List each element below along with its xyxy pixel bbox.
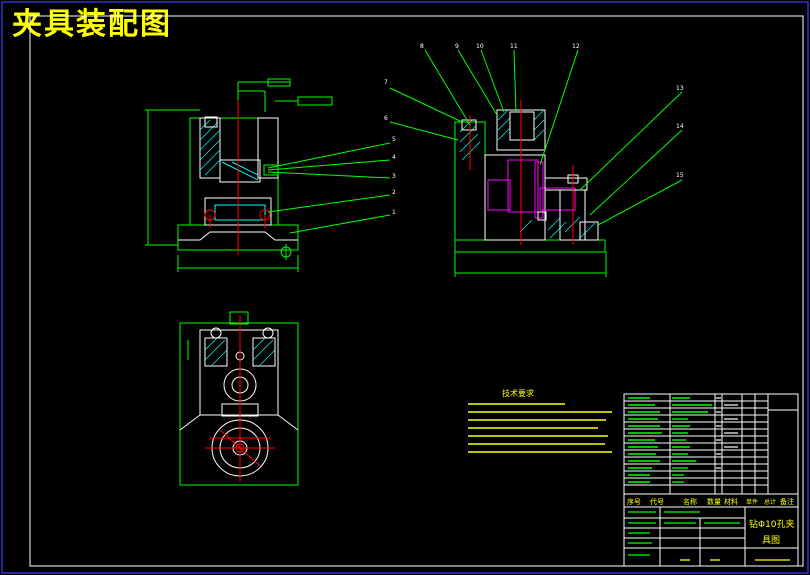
part-balloons: 8 9 10 11 12 7 6 5 4 3 2 1 13 14 15 [384,43,684,216]
balloon-13: 13 [676,85,684,92]
balloon-4: 4 [392,154,396,161]
balloon-1: 1 [392,209,396,216]
header-seq: 序号 [627,497,641,506]
balloon-11: 11 [510,43,518,50]
balloon-5: 5 [392,136,396,143]
header-total: 总计 [764,498,776,506]
balloon-10: 10 [476,43,484,50]
tech-requirements-heading: 技术要求 [502,388,534,398]
drawing-name-line1: 钻Φ10孔夹 [749,518,795,530]
header-material: 材料 [724,497,738,506]
header-name: 名称 [683,497,697,506]
inner-border [29,15,804,567]
balloon-6: 6 [384,115,388,122]
top-view [179,311,299,486]
balloon-7: 7 [384,79,388,86]
parts-table [623,393,799,495]
parts-table-header: 序号 代号 名称 数量 材料 单件 总计 备注 [627,497,794,506]
balloon-9: 9 [455,43,459,50]
balloon-8: 8 [420,43,424,50]
front-view [145,78,391,272]
feature-control-frame-icon [297,96,333,106]
balloon-3: 3 [392,173,396,180]
title-block: 钻Φ10孔夹 具图 [623,506,799,567]
balloon-14: 14 [676,123,684,130]
header-code: 代号 [650,497,664,506]
tech-requirements: 技术要求 [468,388,612,453]
balloon-15: 15 [676,172,684,179]
header-remark: 备注 [780,497,794,506]
side-view [389,49,683,277]
balloon-2: 2 [392,189,396,196]
header-qty: 数量 [707,497,721,506]
header-unit: 单件 [746,498,758,506]
drawing-name-line2: 具图 [762,535,780,546]
balloon-12: 12 [572,43,580,50]
drawing-title: 夹具装配图 [12,7,172,42]
